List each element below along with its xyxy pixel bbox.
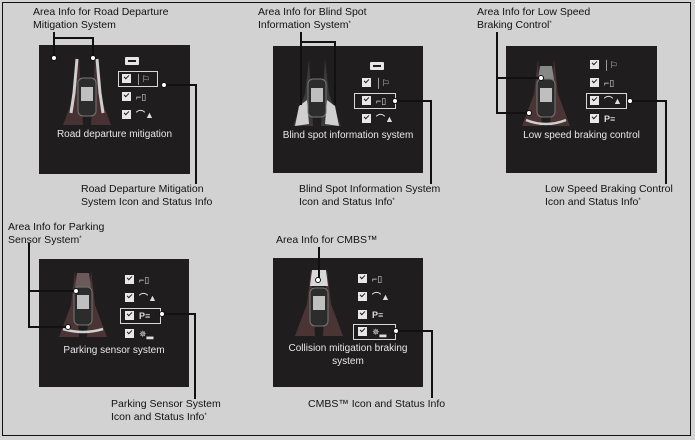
area-marker	[315, 277, 321, 283]
checkbox-icon[interactable]	[362, 114, 371, 123]
icon-caption-road-departure: Road Departure Mitigation System Icon an…	[81, 183, 213, 208]
parking-sensor-icon: P≡	[372, 309, 384, 320]
icon-marker	[393, 328, 399, 334]
menu-item-parking-sensor[interactable]: P≡	[590, 113, 615, 124]
icon-marker	[627, 98, 633, 104]
checkbox-icon[interactable]	[122, 74, 131, 83]
menu-item-low-speed-braking[interactable]: ⌒▲	[122, 109, 154, 120]
blind-spot-icon: ⌐▯	[136, 91, 147, 102]
screen-title: Low speed braking control	[523, 130, 640, 141]
menu-item-cmbs[interactable]: ✵▂	[358, 326, 386, 337]
icon-caption-cmbs: CMBS™ Icon and Status Info	[308, 398, 446, 410]
blind-spot-icon: ⌐▯	[604, 77, 615, 88]
display-low-speed-braking: │⚐ ⌐▯ ⌒▲ P≡ Low speed braking control	[506, 46, 657, 173]
low-speed-braking-icon: ⌒▲	[604, 95, 622, 106]
screen-title: Blind spot information system	[282, 130, 414, 141]
blind-spot-icon: ⌐▯	[376, 95, 387, 106]
menu-item-road-departure[interactable]: │⚐	[590, 59, 618, 70]
checkbox-icon[interactable]	[358, 292, 367, 301]
screen-title: Parking sensor system	[63, 345, 165, 356]
blind-spot-icon: ⌐▯	[372, 273, 383, 284]
display-parking-sensor: ⌐▯ ⌒▲ P≡ ✵▂ Parking sensor system	[39, 259, 189, 387]
area-marker	[538, 75, 544, 81]
display-cmbs: ⌐▯ ⌒▲ P≡ ✵▂ Collision mitigation braking…	[273, 258, 423, 387]
menu-item-blind-spot[interactable]: ⌐▯	[362, 95, 386, 106]
display-road-departure: │⚐ ⌐▯ ⌒▲ Road departure mitigation	[39, 45, 190, 174]
checkbox-icon[interactable]	[590, 96, 599, 105]
area-marker	[65, 324, 71, 330]
icon-marker	[392, 98, 398, 104]
checkbox-icon[interactable]	[362, 78, 371, 87]
selected-item-frame	[586, 93, 627, 109]
road-departure-icon: │⚐	[376, 77, 390, 88]
area-marker	[51, 55, 57, 61]
checkbox-icon[interactable]	[125, 311, 134, 320]
checkbox-icon[interactable]	[358, 327, 367, 336]
back-icon	[125, 57, 139, 65]
vehicle-top-view-icon	[59, 270, 107, 337]
area-marker	[73, 288, 79, 294]
menu-item-blind-spot[interactable]: ⌐▯	[358, 273, 382, 284]
checkbox-icon[interactable]	[125, 293, 134, 302]
checkbox-icon[interactable]	[590, 60, 599, 69]
icon-caption-low-speed-braking: Low Speed Braking Control Icon and Statu…	[545, 183, 673, 208]
road-departure-icon: │⚐	[136, 73, 150, 84]
menu-item-low-speed-braking[interactable]: ⌒▲	[358, 291, 390, 302]
checkbox-icon[interactable]	[122, 92, 131, 101]
menu-item-road-departure[interactable]: │⚐	[122, 73, 150, 84]
area-caption-blind-spot: Area Info for Blind Spot Information Sys…	[258, 6, 367, 31]
road-departure-icon: │⚐	[604, 59, 618, 70]
checkbox-icon[interactable]	[590, 78, 599, 87]
area-caption-road-departure: Area Info for Road Departure Mitigation …	[33, 6, 169, 31]
vehicle-top-view-icon	[295, 269, 343, 336]
menu-item-cmbs[interactable]: ✵▂	[125, 328, 153, 339]
checkbox-icon[interactable]	[362, 96, 371, 105]
vehicle-top-view-icon	[63, 58, 111, 125]
parking-sensor-icon: P≡	[604, 113, 616, 124]
area-marker	[90, 55, 96, 61]
parking-sensor-icon: P≡	[139, 310, 151, 321]
menu-item-road-departure[interactable]: │⚐	[362, 77, 390, 88]
checkbox-icon[interactable]	[125, 275, 134, 284]
icon-caption-parking-sensor: Parking Sensor System Icon and Status In…	[111, 398, 221, 423]
checkbox-icon[interactable]	[590, 114, 599, 123]
icon-marker	[161, 82, 167, 88]
checkbox-icon[interactable]	[122, 110, 131, 119]
menu-item-low-speed-braking[interactable]: ⌒▲	[590, 95, 622, 106]
screen-title: Collision mitigation braking system	[288, 343, 408, 367]
screen-title: Road departure mitigation	[56, 129, 173, 140]
menu-item-parking-sensor[interactable]: P≡	[358, 309, 383, 320]
low-speed-braking-icon: ⌒▲	[139, 292, 157, 303]
low-speed-braking-icon: ⌒▲	[376, 113, 394, 124]
menu-item-blind-spot[interactable]: ⌐▯	[125, 274, 149, 285]
cmbs-icon: ✵▂	[372, 326, 387, 337]
vehicle-top-view-icon	[522, 59, 570, 126]
cmbs-icon: ✵▂	[139, 328, 154, 339]
vehicle-top-view-icon	[293, 59, 341, 126]
menu-item-blind-spot[interactable]: ⌐▯	[590, 77, 614, 88]
icon-marker	[159, 311, 165, 317]
area-caption-parking-sensor: Area Info for Parking Sensor System*	[8, 221, 105, 246]
area-caption-cmbs: Area Info for CMBS™	[276, 234, 378, 246]
area-caption-low-speed-braking: Area Info for Low Speed Braking Control*	[477, 6, 591, 31]
checkbox-icon[interactable]	[358, 274, 367, 283]
icon-caption-blind-spot: Blind Spot Information System Icon and S…	[299, 183, 441, 208]
back-icon	[370, 62, 384, 70]
blind-spot-icon: ⌐▯	[139, 274, 150, 285]
area-marker	[526, 110, 532, 116]
display-blind-spot: │⚐ ⌐▯ ⌒▲ Blind spot information system	[273, 46, 423, 173]
low-speed-braking-icon: ⌒▲	[136, 109, 154, 120]
low-speed-braking-icon: ⌒▲	[372, 291, 390, 302]
menu-item-low-speed-braking[interactable]: ⌒▲	[125, 292, 157, 303]
checkbox-icon[interactable]	[358, 310, 367, 319]
checkbox-icon[interactable]	[125, 329, 134, 338]
menu-item-parking-sensor[interactable]: P≡	[125, 310, 150, 321]
menu-item-blind-spot[interactable]: ⌐▯	[122, 91, 146, 102]
menu-item-low-speed-braking[interactable]: ⌒▲	[362, 113, 394, 124]
selected-item-frame	[118, 71, 158, 87]
